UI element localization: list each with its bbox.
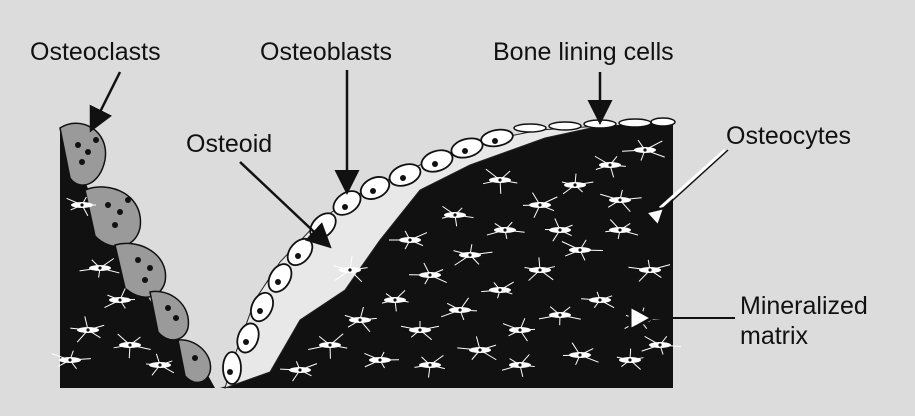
arrow-osteoclasts	[92, 72, 120, 128]
label-osteoid: Osteoid	[186, 130, 272, 158]
lining-cell	[549, 122, 581, 130]
label-mineralized-line1: Mineralized	[740, 292, 868, 320]
lining-cell	[619, 119, 651, 127]
label-osteoclasts: Osteoclasts	[30, 38, 161, 66]
label-bone-lining-cells: Bone lining cells	[493, 38, 674, 66]
lining-cell	[651, 118, 675, 126]
osteoblast-cell	[223, 352, 241, 384]
label-mineralized-line2: matrix	[740, 322, 808, 350]
label-osteoblasts: Osteoblasts	[260, 38, 392, 66]
label-osteocytes: Osteocytes	[726, 122, 851, 150]
arrow-osteoid	[240, 162, 328, 245]
lining-cell	[584, 120, 616, 128]
lining-cell	[514, 124, 546, 132]
